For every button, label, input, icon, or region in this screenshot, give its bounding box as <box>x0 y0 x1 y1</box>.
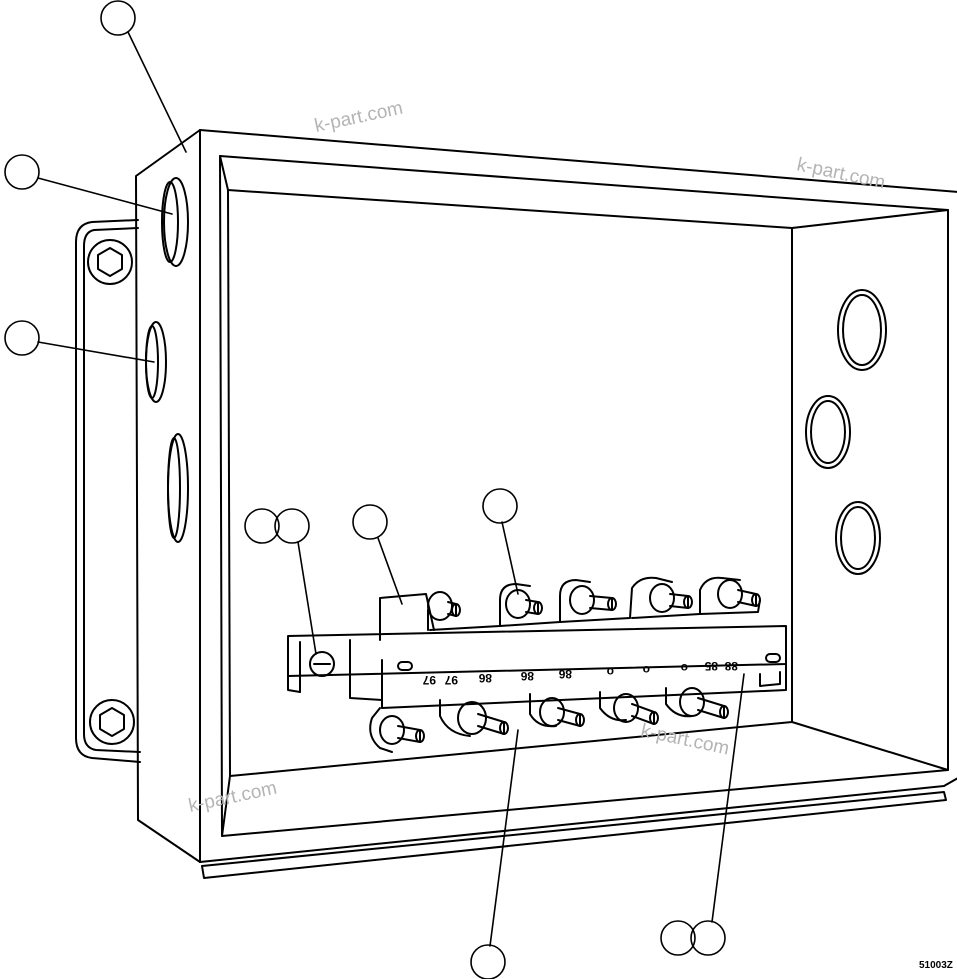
hex-bolt-icon <box>89 699 135 745</box>
watermark: k-part.com <box>313 98 405 137</box>
terminal-stud <box>679 687 729 719</box>
terminal-stud <box>505 589 543 619</box>
terminal-labels: 97 97 86 86 86 o o o 85 88 <box>422 659 738 687</box>
terminal-stud <box>427 591 461 631</box>
terminal-stud <box>379 715 425 745</box>
figure-code: 51003Z <box>919 960 953 971</box>
watermark: k-part.com <box>795 154 887 193</box>
terminal-label: 86 <box>558 667 572 681</box>
callout-8b <box>690 673 745 956</box>
screw-head-icon <box>309 651 335 677</box>
callout-1 <box>100 0 187 153</box>
knockout-hole-icon <box>161 177 189 267</box>
callout-5 <box>352 504 403 605</box>
terminal-label: o <box>643 663 650 677</box>
callout-6 <box>482 488 519 595</box>
callout-4b <box>274 508 317 655</box>
watermark: k-part.com <box>639 720 731 759</box>
terminal-label: o <box>681 661 688 675</box>
terminal-stud <box>569 585 617 615</box>
terminal-stud <box>539 697 585 727</box>
terminal-stud <box>649 583 693 613</box>
terminal-stud <box>457 701 509 735</box>
terminal-label: 86 <box>478 671 492 685</box>
knockout-hole-icon <box>145 321 167 403</box>
knockout-hole-icon <box>837 289 887 371</box>
callout-2 <box>4 154 173 215</box>
callout-8a <box>660 920 696 956</box>
terminal-label: 97 <box>444 673 458 687</box>
knockout-hole-icon <box>805 395 851 469</box>
terminal-rail <box>287 625 787 709</box>
mounting-flange <box>75 219 141 763</box>
knockout-hole-icon <box>835 501 881 575</box>
hex-bolt-icon <box>87 239 133 285</box>
terminal-label: 85 <box>704 659 718 673</box>
relay-block <box>379 576 761 641</box>
callout-7 <box>470 729 519 979</box>
terminal-stud <box>613 693 659 725</box>
terminal-label: 88 <box>724 659 738 673</box>
terminal-label: 97 <box>422 673 436 687</box>
callout-4a <box>244 508 280 544</box>
terminal-label: o <box>607 665 614 679</box>
terminal-label: 86 <box>520 669 534 683</box>
callout-3 <box>4 320 155 363</box>
terminal-stud <box>717 579 761 609</box>
box-front-frame <box>199 129 957 879</box>
knockout-hole-icon <box>167 433 189 543</box>
